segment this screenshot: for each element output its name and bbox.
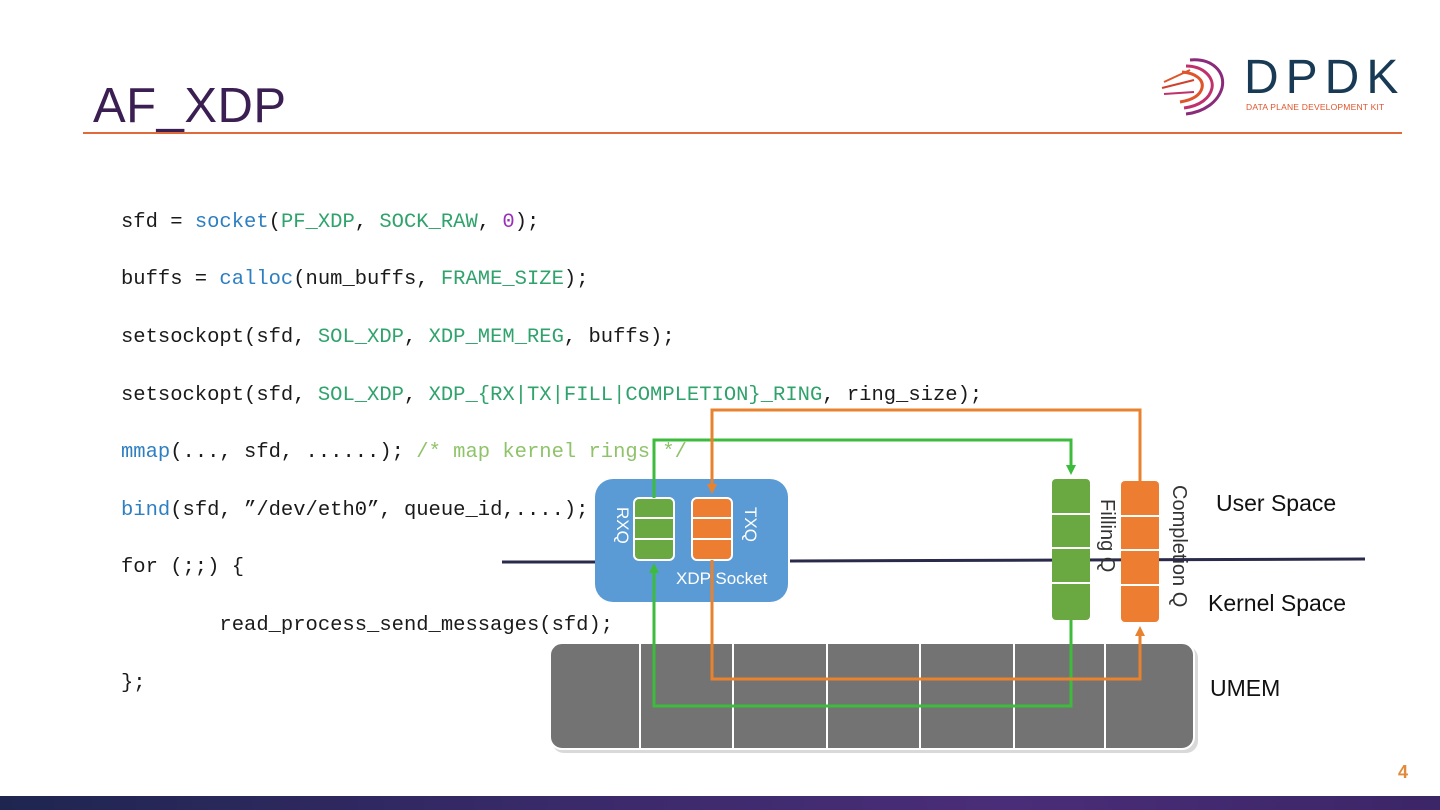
umem-label: UMEM [1210, 675, 1281, 701]
dpdk-logo: DPDK DATA PLANE DEVELOPMENT KIT [1160, 52, 1405, 120]
user-space-label: User Space [1216, 490, 1337, 516]
code-line: bind(sfd, ”/dev/eth0”, queue_id,....); [121, 498, 589, 522]
filling-queue [1052, 479, 1090, 620]
code-line: buffs = calloc(num_buffs, FRAME_SIZE); [121, 268, 589, 292]
slide-title: AF_XDP [93, 79, 287, 133]
footer-bar [0, 796, 1440, 810]
filling-q-label: Filling Q [1096, 499, 1118, 573]
code-line: setsockopt(sfd, SOL_XDP, XDP_MEM_REG, bu… [121, 325, 675, 349]
code-line: mmap(..., sfd, ......); /* map kernel ri… [121, 441, 687, 465]
page-number: 4 [1398, 762, 1409, 782]
xdp-socket-label: XDP Socket [676, 569, 768, 588]
code-line: }; [121, 671, 146, 695]
code-line: read_process_send_messages(sfd); [121, 613, 614, 637]
txq-label: TXQ [741, 507, 760, 542]
code-line: for (;;) { [121, 556, 245, 580]
completion-q-label: Completion Q [1168, 485, 1190, 608]
title-underline [83, 132, 1402, 134]
code-block: sfd = socket(PF_XDP, SOCK_RAW, 0); buffs… [121, 180, 982, 727]
dpdk-logo-swirl-icon [1161, 58, 1225, 116]
logo-wordmark: DPDK [1244, 51, 1406, 104]
completion-queue [1121, 481, 1159, 622]
kernel-space-label: Kernel Space [1208, 590, 1347, 616]
logo-subtitle: DATA PLANE DEVELOPMENT KIT [1246, 102, 1385, 112]
code-line: sfd = socket(PF_XDP, SOCK_RAW, 0); [121, 210, 540, 234]
rxq-label: RXQ [613, 507, 632, 544]
code-line: setsockopt(sfd, SOL_XDP, XDP_{RX|TX|FILL… [121, 383, 983, 407]
